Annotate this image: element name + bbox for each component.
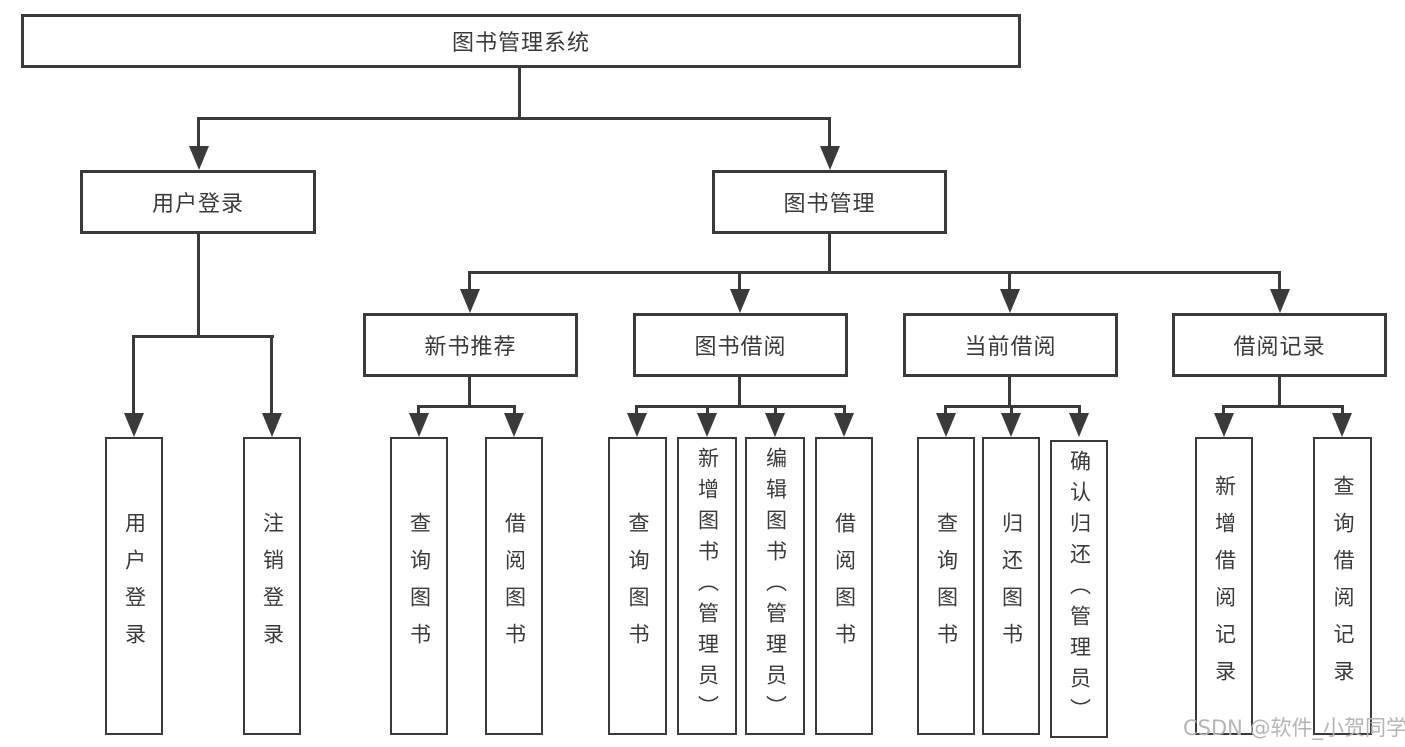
node-current-borrowing-label: 当前借阅 (964, 335, 1057, 360)
leaf-nbr-query-books-label: 查询图书 (407, 512, 432, 660)
leaf-cb-return-books-label: 归还图书 (999, 512, 1024, 660)
arrowhead-down-icon (820, 146, 840, 170)
leaf-nbr-query-books: 查询图书 (390, 437, 448, 735)
arrowhead-down-icon (1000, 289, 1020, 313)
connector-line (270, 338, 273, 413)
arrowhead-down-icon (936, 413, 956, 437)
arrowhead-down-icon (1270, 289, 1290, 313)
leaf-user-login: 用户登录 (105, 437, 163, 735)
node-book-management-label: 图书管理 (783, 192, 876, 217)
connector-line (1078, 408, 1081, 413)
node-borrowing-records: 借阅记录 (1172, 313, 1387, 377)
connector-line (635, 408, 638, 413)
node-new-book-recommendation: 新书推荐 (363, 313, 578, 377)
leaf-br-add-record: 新增借阅记录 (1195, 437, 1253, 735)
node-new-book-recommendation-label: 新书推荐 (424, 335, 517, 360)
connector-line (1278, 377, 1281, 405)
connector-line (774, 408, 777, 413)
connector-line (828, 234, 831, 271)
arrowhead-down-icon (124, 413, 144, 437)
arrowhead-down-icon (730, 289, 750, 313)
leaf-bb-query-books: 查询图书 (608, 437, 667, 735)
connector-line (944, 405, 1081, 408)
connector-line (417, 408, 420, 413)
connector-line (1278, 274, 1281, 289)
connector-line (468, 377, 471, 405)
arrowhead-down-icon (409, 413, 429, 437)
connector-line (417, 405, 516, 408)
leaf-cb-query-books-label: 查询图书 (934, 512, 959, 660)
leaf-bb-add-books-admin: 新增图书（管理员） (677, 437, 737, 735)
arrowhead-down-icon (1069, 413, 1089, 437)
node-book-management: 图书管理 (712, 170, 947, 234)
connector-line (513, 408, 516, 413)
node-root-label: 图书管理系统 (451, 31, 590, 56)
leaf-bb-edit-books-admin: 编辑图书（管理员） (745, 437, 805, 735)
leaf-br-query-record-label: 查询借阅记录 (1331, 475, 1355, 697)
node-borrowing-records-label: 借阅记录 (1233, 335, 1326, 360)
connector-line (706, 408, 709, 413)
connector-line (1341, 408, 1344, 413)
leaf-bb-borrow-books: 借阅图书 (815, 437, 873, 735)
connector-line (738, 274, 741, 289)
leaf-user-login-label: 用户登录 (122, 512, 147, 660)
connector-line (738, 377, 741, 405)
arrowhead-down-icon (1332, 413, 1352, 437)
connector-line (1222, 408, 1225, 413)
connector-line (197, 234, 200, 335)
arrowhead-down-icon (697, 413, 717, 437)
node-user-login: 用户登录 (80, 170, 316, 234)
arrowhead-down-icon (765, 413, 785, 437)
leaf-nbr-borrow-books-label: 借阅图书 (502, 512, 527, 660)
connector-line (635, 405, 846, 408)
connector-line (1008, 274, 1011, 289)
leaf-cb-return-books: 归还图书 (982, 437, 1040, 735)
connector-line (843, 408, 846, 413)
csdn-watermark: CSDN @软件_小贺同学 (1183, 716, 1405, 740)
arrowhead-down-icon (1001, 413, 1021, 437)
connector-line (197, 117, 831, 120)
node-user-login-label: 用户登录 (151, 192, 244, 217)
leaf-cb-query-books: 查询图书 (917, 437, 975, 735)
arrowhead-down-icon (1214, 413, 1234, 437)
leaf-cb-confirm-return-admin-label: 确认归还（管理员） (1067, 449, 1092, 729)
connector-line (468, 274, 471, 289)
arrowhead-down-icon (460, 289, 480, 313)
arrowhead-down-icon (262, 413, 282, 437)
connector-line (197, 120, 200, 146)
connector-line (518, 68, 521, 117)
node-book-borrowing: 图书借阅 (633, 313, 848, 377)
connector-line (1008, 377, 1011, 405)
leaf-bb-query-books-label: 查询图书 (626, 512, 650, 660)
leaf-bb-edit-books-admin-label: 编辑图书（管理员） (763, 446, 788, 726)
connector-line (468, 271, 1281, 274)
connector-line (828, 120, 831, 146)
leaf-br-add-record-label: 新增借阅记录 (1212, 475, 1237, 697)
arrowhead-down-icon (627, 413, 647, 437)
arrowhead-down-icon (834, 413, 854, 437)
node-book-borrowing-label: 图书借阅 (694, 335, 787, 360)
node-current-borrowing: 当前借阅 (903, 313, 1118, 377)
connector-line (1222, 405, 1344, 408)
arrowhead-down-icon (504, 413, 524, 437)
connector-line (944, 408, 947, 413)
leaf-nbr-borrow-books: 借阅图书 (485, 437, 543, 735)
node-root: 图书管理系统 (21, 14, 1021, 68)
leaf-bb-add-books-admin-label: 新增图书（管理员） (695, 446, 720, 726)
connector-line (132, 338, 135, 413)
leaf-logout: 注销登录 (243, 437, 301, 735)
leaf-cb-confirm-return-admin: 确认归还（管理员） (1050, 440, 1108, 738)
leaf-bb-borrow-books-label: 借阅图书 (832, 512, 857, 660)
leaf-logout-label: 注销登录 (260, 512, 285, 660)
connector-line (132, 335, 274, 338)
leaf-br-query-record: 查询借阅记录 (1313, 437, 1372, 735)
connector-line (1010, 408, 1013, 413)
arrowhead-down-icon (189, 146, 209, 170)
